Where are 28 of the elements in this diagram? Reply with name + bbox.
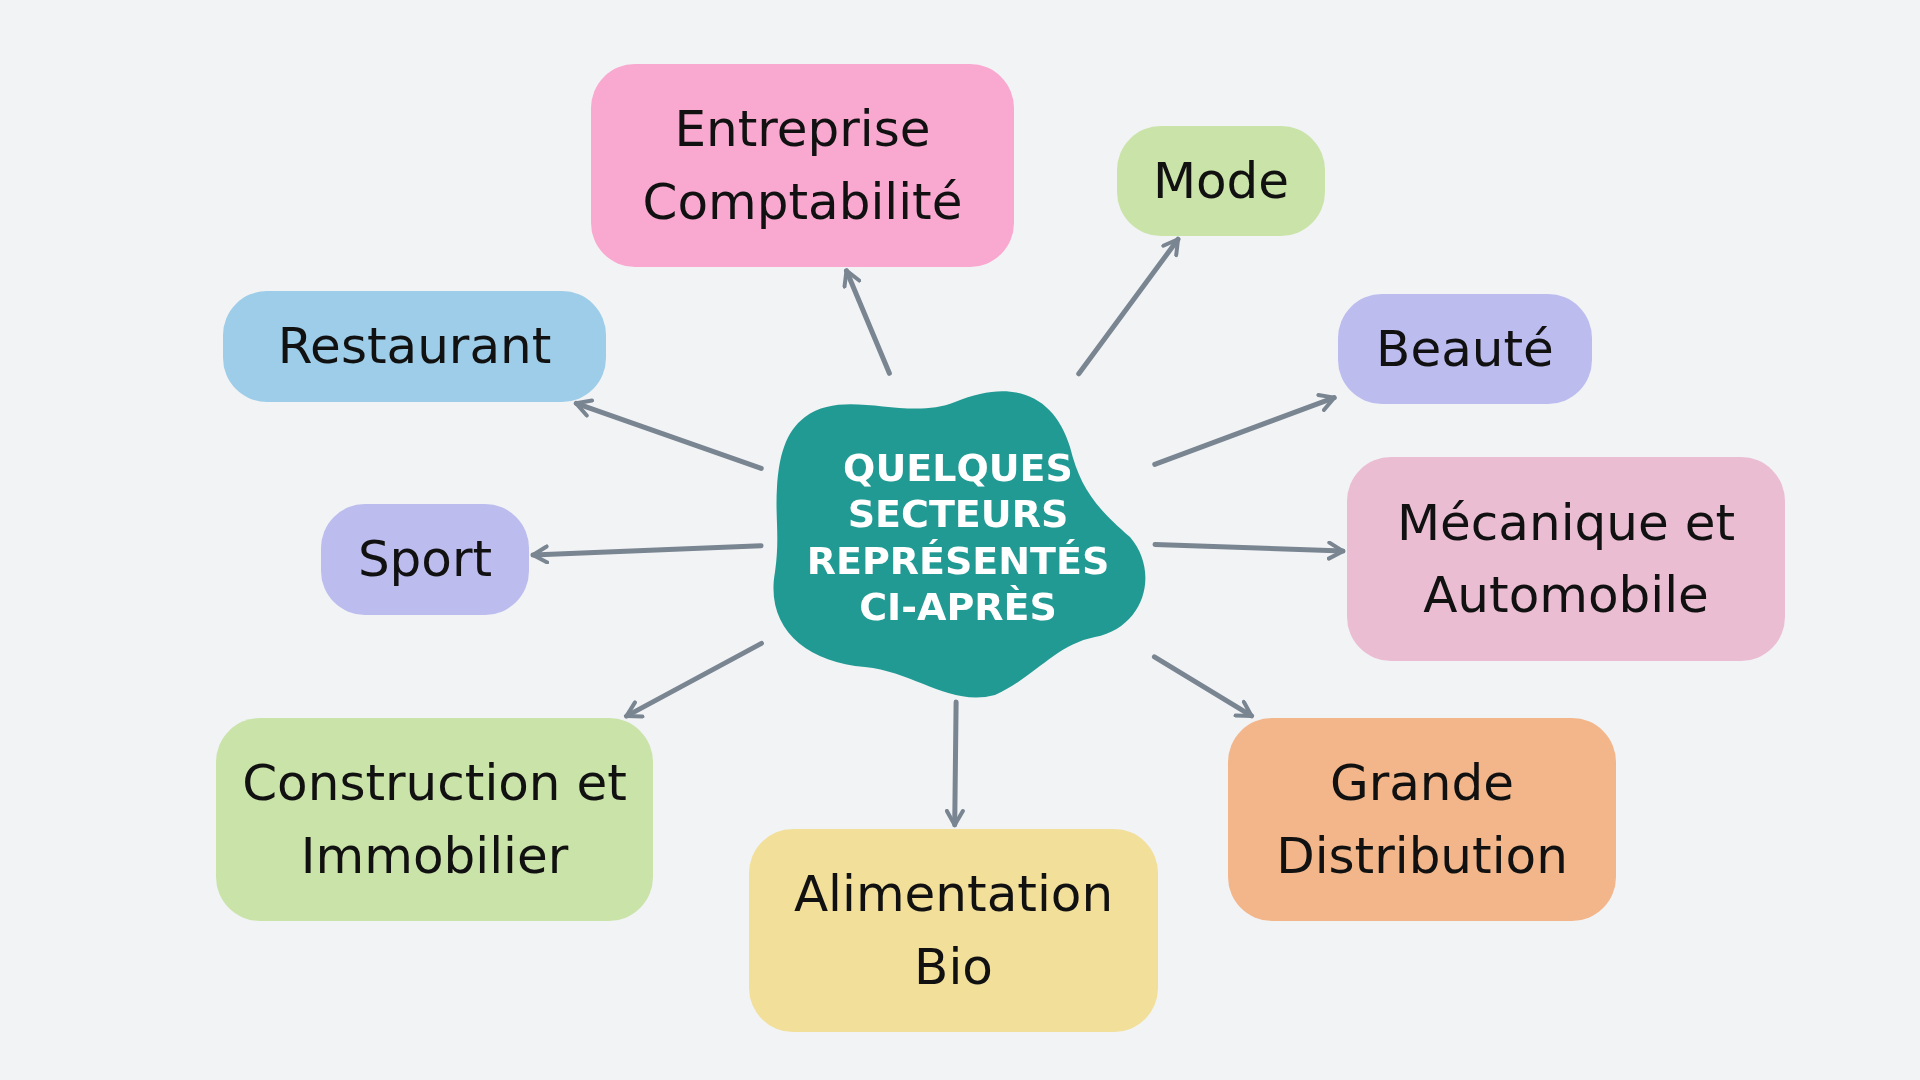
- central-title: QUELQUES SECTEURS REPRÉSENTÉS CI-APRÈS: [805, 444, 1111, 631]
- sector-label: Entreprise Comptabilité: [641, 99, 964, 233]
- sector-label: Restaurant: [277, 316, 552, 378]
- sector-box: [591, 64, 1014, 267]
- arrow: [530, 543, 764, 565]
- arrow: [1152, 540, 1346, 561]
- sector-label: Construction et Immobilier: [241, 753, 628, 887]
- sector-label: Sport: [357, 529, 493, 591]
- arrow: [1152, 393, 1337, 467]
- sector-box: [1117, 126, 1325, 236]
- sector-box: [1228, 718, 1616, 921]
- arrow: [1076, 236, 1181, 377]
- sector-box: [1347, 457, 1785, 661]
- sector-label: Mode: [1152, 150, 1290, 212]
- arrow: [573, 398, 764, 471]
- sector-label: Alimentation Bio: [792, 864, 1115, 998]
- sector-box: [216, 718, 653, 921]
- arrow: [842, 268, 892, 376]
- arrow: [1151, 654, 1255, 719]
- sector-box: [321, 504, 529, 615]
- sector-label: Mécanique et Automobile: [1395, 492, 1737, 626]
- sector-box: [223, 291, 606, 402]
- sector-label: Grande Distribution: [1275, 753, 1569, 887]
- arrow: [623, 640, 764, 719]
- sector-label: Beauté: [1376, 318, 1554, 380]
- sector-box: [1338, 294, 1592, 404]
- sector-box: [749, 829, 1158, 1032]
- arrow: [944, 699, 965, 828]
